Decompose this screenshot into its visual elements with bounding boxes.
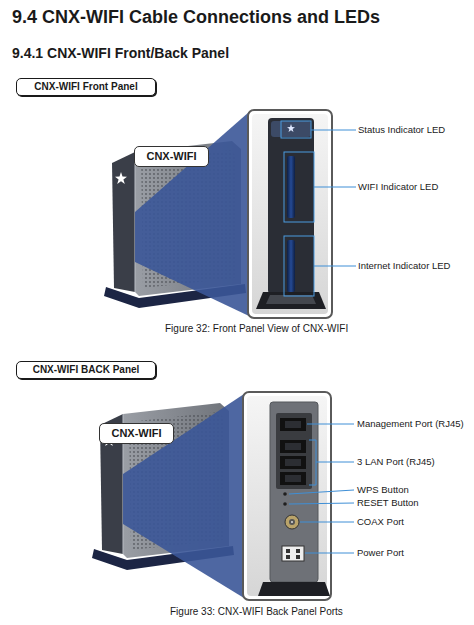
wps-button	[283, 492, 287, 496]
callout-label: Status Indicator LED	[358, 124, 445, 136]
coax-pin	[291, 521, 293, 523]
callout-label: Power Port	[357, 547, 404, 559]
zoom-frame	[248, 110, 332, 318]
coax-port-inner	[289, 519, 295, 525]
leader-line	[305, 553, 354, 554]
port-slot	[285, 475, 301, 482]
page-title: 9.4 CNX-WIFI Cable Connections and LEDs	[12, 6, 380, 28]
callout-label: 3 LAN Port (RJ45)	[357, 456, 435, 468]
zoom-frame	[243, 392, 331, 600]
lan-port	[280, 472, 306, 485]
leader-line	[314, 187, 356, 188]
zoom-wedge	[135, 112, 249, 316]
leader-line	[316, 462, 354, 463]
box-text: CNX-WIFI	[143, 150, 200, 163]
port-slot	[285, 421, 301, 428]
callout-label: WPS Button	[357, 484, 409, 496]
device-tag: CNX-WIFI	[99, 423, 174, 444]
box-text: CNX-WIFI	[108, 427, 165, 440]
device-tag: CNX-WIFI	[134, 146, 209, 167]
wifi-led-bar	[287, 156, 295, 218]
power-pin	[286, 555, 290, 559]
power-pin	[296, 549, 300, 553]
figure-caption: Figure 33: CNX-WIFI Back Panel Ports	[170, 606, 343, 618]
lan-port	[280, 456, 306, 469]
callout-label: COAX Port	[357, 516, 404, 528]
management-port	[280, 418, 306, 431]
zoom-ground	[252, 114, 328, 314]
leader-line	[311, 130, 356, 131]
callout-label: Internet Indicator LED	[358, 260, 450, 272]
highlight-box	[281, 121, 311, 138]
coax-port	[285, 515, 299, 529]
front-tower	[268, 118, 314, 294]
callout-label: WIFI Indicator LED	[358, 181, 438, 193]
highlight-box	[284, 152, 314, 222]
back-panel	[270, 402, 318, 582]
figure-caption: Figure 32: Front Panel View of CNX-WIFI	[165, 323, 348, 335]
status-led	[287, 124, 295, 132]
reset-button	[283, 502, 287, 506]
power-pin	[286, 549, 290, 553]
leader-line	[300, 522, 354, 523]
internet-led-bar	[287, 240, 295, 292]
box-text: CNX-WIFI BACK Panel	[27, 364, 145, 376]
leader-line	[289, 503, 354, 504]
section-heading: 9.4.1 CNX-WIFI Front/Back Panel	[12, 44, 229, 62]
tower-base	[258, 582, 330, 596]
callout-label: RESET Button	[357, 497, 419, 509]
status-cap	[271, 121, 311, 137]
box-text: CNX-WIFI Front Panel	[27, 81, 145, 93]
leader-line	[307, 424, 354, 425]
leader-line	[314, 266, 356, 267]
port-slot	[285, 443, 301, 450]
panel-tag: CNX-WIFI Front Panel	[16, 78, 156, 96]
lan-port	[280, 440, 306, 453]
callout-label: Management Port (RJ45)	[357, 418, 464, 430]
port-slot	[285, 459, 301, 466]
power-port	[282, 546, 304, 561]
zoom-ground	[247, 396, 327, 596]
tower-base	[256, 292, 326, 309]
panel-tag: CNX-WIFI BACK Panel	[16, 361, 156, 379]
lan-bracket	[309, 440, 316, 485]
power-pin	[296, 555, 300, 559]
highlight-box	[284, 236, 314, 296]
port-recess	[276, 413, 312, 489]
leader-line	[289, 490, 354, 494]
